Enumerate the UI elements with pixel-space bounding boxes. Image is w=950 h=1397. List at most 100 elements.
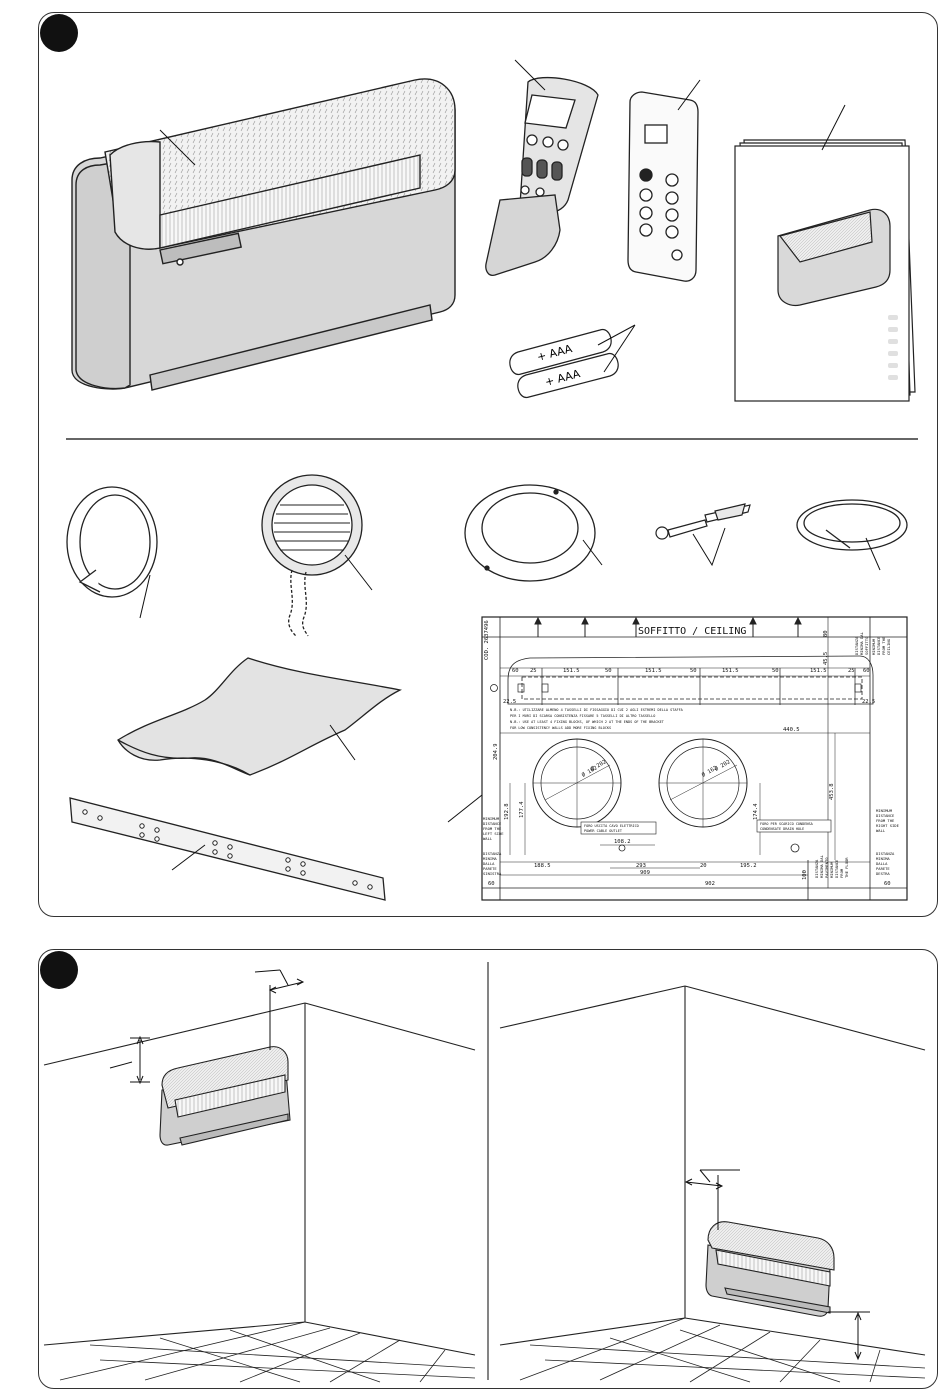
dim-4538: 453.8 xyxy=(829,783,835,800)
left-wall-note: LEFT SIDE xyxy=(483,831,504,836)
right-wall-note: PARETE xyxy=(876,866,890,871)
drain-hole-label: CONDENSATE DRAIN HOLE xyxy=(760,827,804,831)
instruction-manual xyxy=(734,139,916,402)
panel-number-badge xyxy=(40,14,78,52)
left-wall-note: FROM THE xyxy=(483,826,502,831)
dim-top: 50 xyxy=(690,668,697,674)
dim-top: 151.5 xyxy=(810,668,827,674)
right-wall-note: WALL xyxy=(876,828,886,833)
left-wall-note: WALL xyxy=(483,836,493,841)
left-wall-note: DISTANZA xyxy=(483,851,502,856)
right-wall-note: MINIMUM xyxy=(876,808,893,813)
dim-top: 151.5 xyxy=(563,668,580,674)
dim-top: 50 xyxy=(772,668,779,674)
left-wall-note: SINISTRA xyxy=(483,871,502,876)
room-corner-right xyxy=(499,985,926,1383)
external-grille xyxy=(261,474,363,637)
sheet-leader-line xyxy=(329,724,356,761)
hose-leader-line xyxy=(865,537,881,571)
template-note: FOR LOW CONSISTENCY WALLS ADD MORE FIXIN… xyxy=(510,726,611,730)
tape-leader-line xyxy=(139,574,151,619)
screws-and-wall-plugs xyxy=(655,503,751,540)
grille-leader-line xyxy=(344,554,373,591)
batteries xyxy=(509,328,619,399)
dim-1928: 192.8 xyxy=(504,803,510,820)
ceiling-note: DISTANZA xyxy=(854,636,859,655)
universal-remote-control xyxy=(485,76,599,276)
clearance-dimension-bottom xyxy=(684,1169,870,1361)
right-wall-note: DISTANCE xyxy=(876,813,895,818)
left-wall-note: DALLA xyxy=(483,861,495,866)
remote-leader-line xyxy=(514,59,546,91)
sealing-tape-roll xyxy=(66,486,158,598)
template-note: PER I MURI DI SCARSA CONSISTENZA FISSARE… xyxy=(510,714,655,718)
floor-note: DISTANZA xyxy=(814,859,819,878)
dim-1082: 108.2 xyxy=(614,839,631,845)
dim-1744: 174.4 xyxy=(753,803,759,820)
ceiling-note: CEILING xyxy=(886,638,891,655)
screws-leader-line xyxy=(692,527,726,567)
dim-1774: 177.4 xyxy=(519,801,525,818)
right-wall-note: DISTANZA xyxy=(876,851,895,856)
wall-remote-control xyxy=(627,91,699,282)
dim-top: 151.5 xyxy=(645,668,662,674)
right-wall-note: DESTRA xyxy=(876,871,890,876)
floor-note: MINIMUM xyxy=(829,861,834,878)
ceiling-note: MINIMUM xyxy=(871,638,876,655)
right-wall-note: DALLA xyxy=(876,861,888,866)
unit-installed-high xyxy=(159,1046,291,1146)
dim-902: 902 xyxy=(705,881,715,887)
dim-20: 20 xyxy=(700,863,707,869)
template-note: N.B.: USE AT LEAST 4 FIXING BLOCKS, OF W… xyxy=(510,720,665,724)
right-wall-note: FROM THE xyxy=(876,818,895,823)
dim-ceiling: 80 xyxy=(823,630,829,637)
left-wall-note: MINIMA xyxy=(483,856,497,861)
wall-flange xyxy=(464,484,596,582)
slim-remote-leader-line xyxy=(677,79,701,111)
unit-installed-low xyxy=(705,1221,835,1317)
dim-top: 50 xyxy=(605,668,612,674)
ceiling-note: SOFFITTO xyxy=(864,636,869,655)
drilling-template: SOFFITTO / CEILING xyxy=(481,616,908,901)
dim-top: 25 xyxy=(848,668,855,674)
dim-909: 909 xyxy=(640,870,650,876)
right-wall-note: RIGHT SIDE xyxy=(876,823,900,828)
air-conditioner-unit xyxy=(71,78,456,391)
dim-vertical-left: 204.9 xyxy=(493,743,499,760)
dim-ceiling: 45.5 xyxy=(823,652,829,665)
clearance-dimension-top xyxy=(109,969,305,1085)
template-code: COD. 2637496 xyxy=(484,620,490,660)
flange-leader-line xyxy=(582,539,603,566)
template-leader-line xyxy=(447,794,483,823)
unit-leader-line xyxy=(159,129,196,166)
dim-right-a: 22.5 xyxy=(862,699,875,705)
left-wall-note: MINIMUM xyxy=(483,816,500,821)
dim-1952: 195.2 xyxy=(740,863,757,869)
dim-440: 440.5 xyxy=(783,727,800,733)
manual-leader-line xyxy=(821,104,846,151)
dim-1885: 188.5 xyxy=(534,863,551,869)
dim-60-right: 60 xyxy=(884,881,891,887)
battery-leader-line xyxy=(597,324,636,373)
dim-left-a: 22.5 xyxy=(503,699,516,705)
ceiling-note: FROM THE xyxy=(881,636,886,655)
left-wall-note: DISTANCE xyxy=(483,821,502,826)
floor-note: MINIMA DAL xyxy=(819,854,824,878)
floor-note: FROM xyxy=(839,868,844,878)
template-note: N.B.: UTILIZZARE ALMENO 4 TASSELLI DI FI… xyxy=(510,708,684,712)
cable-outlet-label: POWER CABLE OUTLET xyxy=(584,829,623,833)
dim-293: 293 xyxy=(636,863,646,869)
drain-hose xyxy=(796,499,908,551)
left-wall-note: PARETE xyxy=(483,866,497,871)
ceiling-label: SOFFITTO / CEILING xyxy=(638,626,746,637)
bracket-leader-line xyxy=(171,844,206,871)
dim-top: 151.5 xyxy=(722,668,739,674)
ceiling-note: DISTANCE xyxy=(876,636,881,655)
room-corner-left xyxy=(43,1002,476,1383)
panel-number-badge xyxy=(40,951,78,989)
dim-60-left: 60 xyxy=(488,881,495,887)
insulation-sheet xyxy=(117,657,402,776)
right-wall-note: MINIMA xyxy=(876,856,890,861)
mounting-bracket xyxy=(69,797,386,901)
